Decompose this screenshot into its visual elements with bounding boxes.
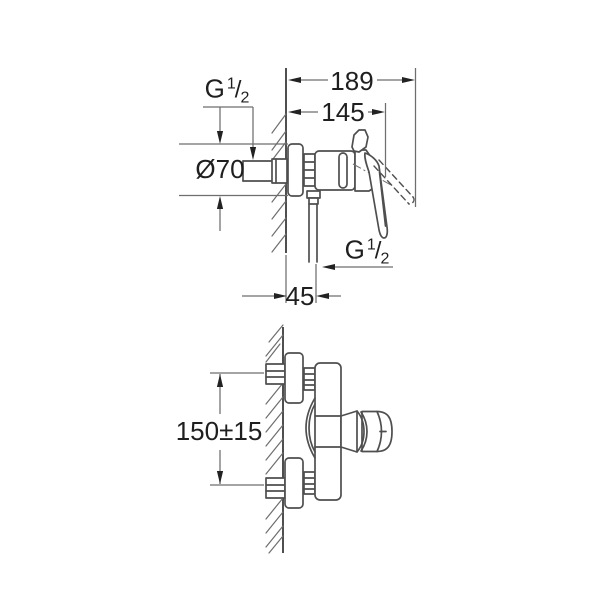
wall-union-lower xyxy=(265,477,286,499)
shower-mixer-front-view xyxy=(284,352,393,509)
union-nut-side xyxy=(303,153,316,187)
outlet-offset-dimension: 45 xyxy=(285,281,315,311)
handle-neck xyxy=(340,410,358,453)
escutcheon-side xyxy=(287,143,304,197)
lever-heel xyxy=(351,129,369,153)
dimensions-top xyxy=(179,68,417,303)
lever-handle-alt-position xyxy=(373,159,415,205)
union-nut-upper xyxy=(303,367,316,391)
wall-section-front xyxy=(265,324,284,554)
mixer-body-side xyxy=(314,150,356,191)
body-depth-dimension: 145 xyxy=(321,97,365,127)
wall-section-top xyxy=(271,68,287,303)
wall-union-upper xyxy=(265,363,286,385)
escutcheon-diameter-label: Ø70 xyxy=(195,154,245,184)
supply-pipe-top xyxy=(242,158,288,184)
escutcheon-upper xyxy=(284,352,304,404)
mixer-body-front xyxy=(314,362,342,501)
handle-cap xyxy=(361,410,393,453)
overall-depth-dimension: 189 xyxy=(330,66,374,96)
lever-handle-solid xyxy=(363,152,389,239)
wall-union-top xyxy=(271,158,288,184)
dimensions-front xyxy=(210,372,264,486)
escutcheon-lower xyxy=(284,457,304,509)
connection-spacing-dimension: 150±15 xyxy=(175,416,263,446)
union-nut-lower xyxy=(303,471,316,495)
outlet-connector xyxy=(306,190,321,199)
shower-mixer-side-view xyxy=(287,129,415,263)
